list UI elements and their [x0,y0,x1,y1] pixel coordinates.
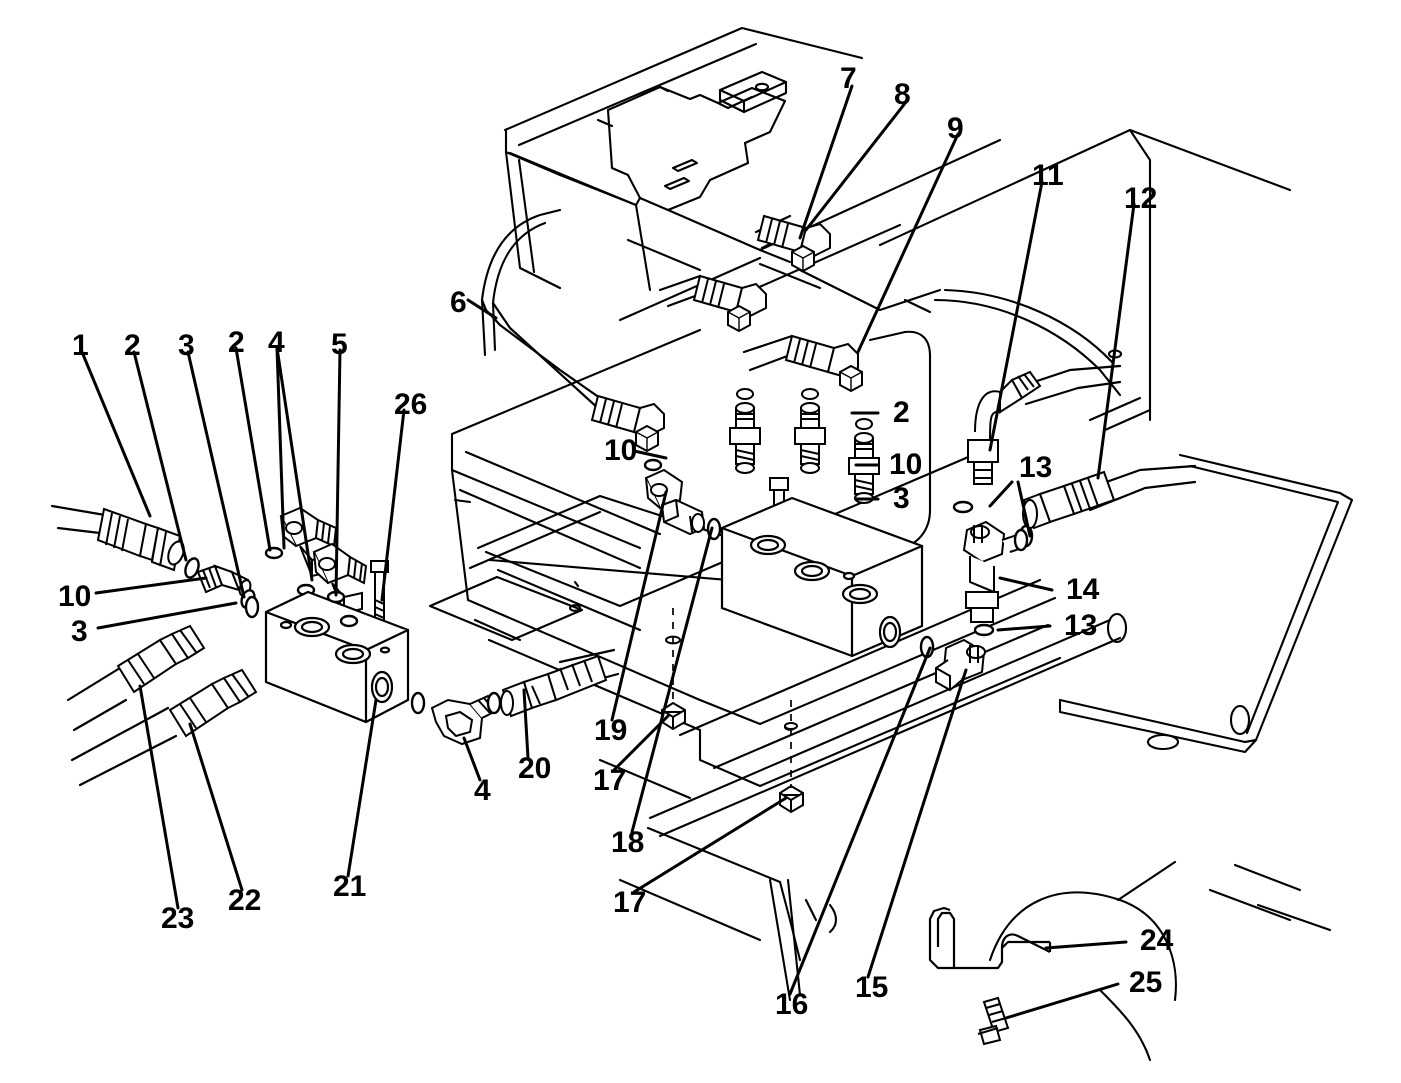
chassis-outline [428,26,1354,1062]
leader-lines [80,84,1136,1020]
callout-c30: 22 [228,884,262,917]
callout-c20: 13 [1019,451,1053,484]
callout-c31: 23 [161,902,195,935]
callout-c10: 8 [894,78,911,111]
left-manifold-block [264,590,410,724]
fittings-and-hardware [96,214,1116,1046]
callout-c5: 4 [268,326,285,359]
callout-c25: 18 [611,826,645,859]
callout-c13: 12 [1124,182,1158,215]
callout-c33: 15 [855,971,889,1004]
callout-c28: 4 [474,774,491,807]
callout-c11: 9 [947,112,964,145]
callout-c18: 10 [58,580,92,613]
callout-c14: 2 [893,396,910,429]
callout-c26: 17 [613,886,647,919]
callout-c9: 7 [840,62,857,95]
center-manifold-block [720,496,924,658]
callout-c29: 21 [333,870,367,903]
callout-c2: 2 [124,329,141,362]
callout-c1: 1 [72,329,89,362]
callout-c35: 25 [1129,966,1163,999]
callout-c6: 5 [331,328,348,361]
callout-c24: 17 [593,764,627,797]
callout-c22: 13 [1064,609,1098,642]
callout-c21: 14 [1066,573,1100,606]
callout-c15: 10 [889,448,923,481]
callout-c32: 16 [775,988,809,1021]
callout-c16: 3 [893,482,910,515]
callout-c4: 2 [228,326,245,359]
callout-c7: 26 [394,388,428,421]
callout-c17: 10 [604,434,638,467]
callout-c12: 11 [1032,159,1064,192]
callout-c27: 20 [518,752,552,785]
callout-c34: 24 [1140,924,1174,957]
callout-c23: 19 [594,714,628,747]
callout-c19: 3 [71,615,88,648]
callout-c3: 3 [178,329,195,362]
callout-c8: 6 [450,286,467,319]
